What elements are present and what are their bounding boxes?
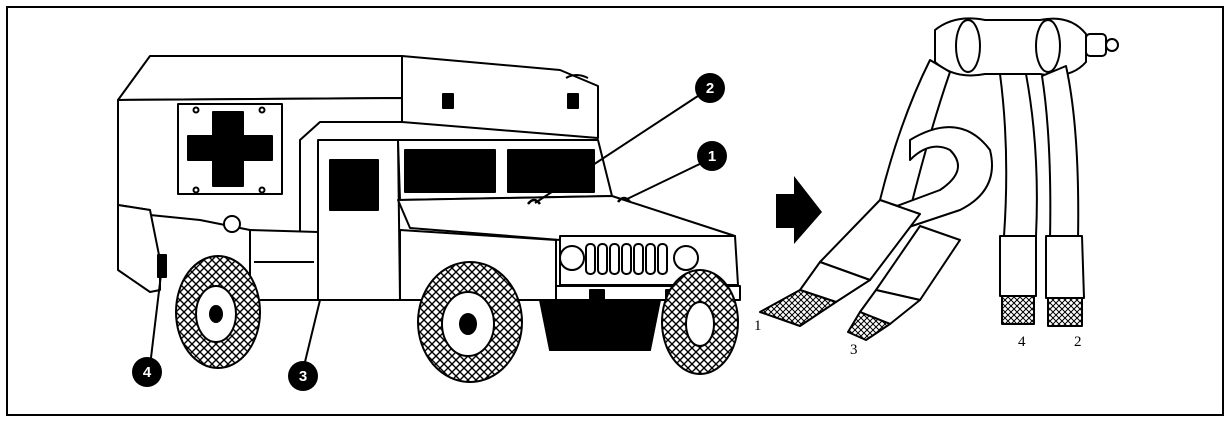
rope-end-2 (1048, 298, 1082, 326)
callout-3-label: 3 (299, 368, 307, 385)
callout-3: 3 (288, 361, 318, 391)
callout-1: 1 (697, 141, 727, 171)
headlight-right (674, 246, 698, 270)
sleeve-2 (1046, 236, 1084, 298)
rope-end-4 (1002, 296, 1034, 324)
sling-clevis-detail (760, 18, 1118, 340)
callout-4-label: 4 (143, 364, 152, 381)
callout-1-label: 1 (708, 148, 716, 165)
sling-label-4: 4 (1018, 334, 1026, 350)
callout-2: 2 (695, 73, 725, 103)
sleeve-4 (1000, 236, 1036, 296)
sling-label-1: 1 (754, 318, 762, 334)
callout-2-label: 2 (706, 80, 714, 97)
headlight-left (560, 246, 584, 270)
cab-door-window (330, 160, 378, 210)
arrow-right-icon (776, 176, 822, 244)
sling-label-3: 3 (850, 342, 858, 358)
shelter-body (118, 56, 402, 100)
sling-label-2: 2 (1074, 334, 1082, 350)
callout-4: 4 (132, 357, 162, 387)
